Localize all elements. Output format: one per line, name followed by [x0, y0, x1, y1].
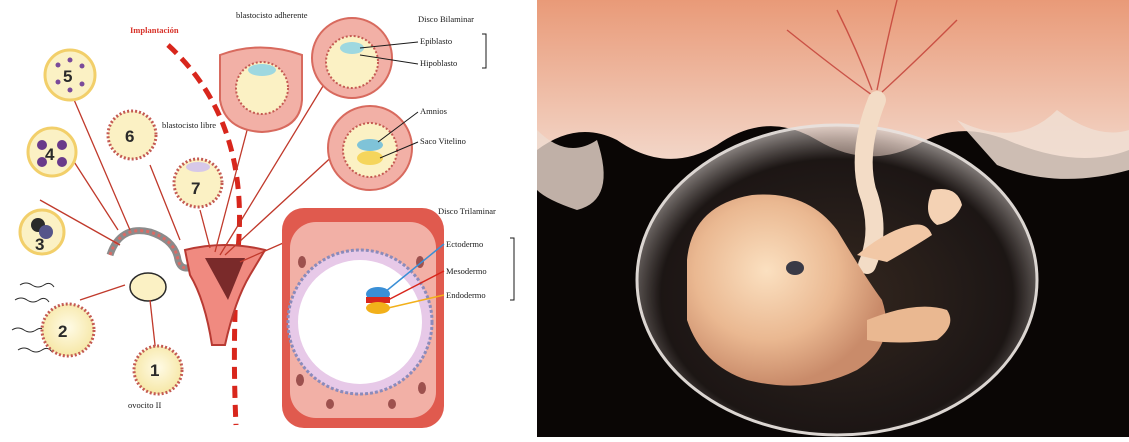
endoderm-label: Endodermo [446, 290, 486, 300]
epiblast-label: Epiblasto [420, 36, 452, 46]
yolk-sac-label: Saco Vitelino [420, 136, 466, 146]
free-blastocyst-label: blastocisto libre [162, 120, 216, 130]
stage-6-number: 6 [125, 127, 134, 146]
stage-1-number: 1 [150, 361, 159, 380]
embryo-eye [786, 261, 804, 275]
implantation-label: Implantación [130, 25, 179, 35]
diagram-svg: Implantación [0, 0, 528, 437]
ovary [130, 273, 166, 301]
implantation-diagram: Implantación [0, 0, 528, 437]
amnion-label: Amnios [420, 106, 447, 116]
stage-3-number: 3 [35, 235, 44, 254]
embryo-photo-svg [537, 0, 1129, 437]
embryo-photo [537, 0, 1129, 437]
trilaminar-disc-title: Disco Trilaminar [438, 206, 496, 216]
adherent-blastocyst-label: blastocisto adherente [236, 10, 308, 20]
stage-7-number: 7 [191, 179, 200, 198]
bilaminar-disc-title: Disco Bilaminar [418, 14, 474, 24]
ovocyte-label: ovocito II [128, 400, 161, 410]
ectoderm-label: Ectodermo [446, 239, 483, 249]
stage-5-number: 5 [63, 67, 72, 86]
mesoderm-label: Mesodermo [446, 266, 487, 276]
stage-2-number: 2 [58, 322, 67, 341]
hypoblast-label: Hipoblasto [420, 58, 457, 68]
stage-2-cell [42, 304, 94, 356]
stage-4-number: 4 [45, 145, 55, 164]
